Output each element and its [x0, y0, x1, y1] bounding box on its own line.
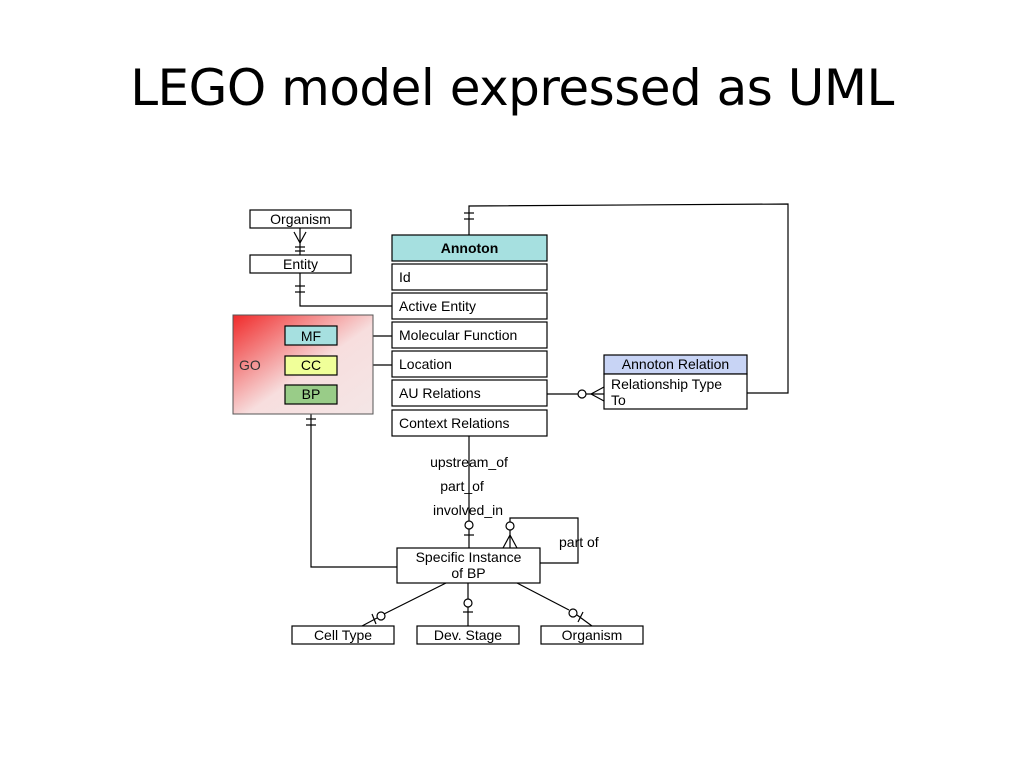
- annoton-header-label: Annoton: [441, 240, 499, 256]
- relation-label: upstream_of: [430, 454, 508, 470]
- annoton-relation-to-label: To: [611, 392, 626, 408]
- go-label: GO: [239, 357, 261, 373]
- bp-label: BP: [302, 386, 321, 402]
- annoton-field-id: Id: [391, 263, 548, 291]
- annoton-field-label: Location: [399, 356, 452, 372]
- relation-labels: upstream_of part_of involved_in part of: [430, 454, 599, 550]
- relation-label: part_of: [440, 478, 484, 494]
- entity-label: Entity: [283, 256, 318, 272]
- annoton-field-label: Id: [399, 269, 411, 285]
- relation-label: involved_in: [433, 502, 503, 518]
- annoton-field-au-relations: AU Relations: [391, 379, 548, 407]
- dev-stage-box: Dev. Stage: [416, 625, 520, 645]
- specific-instance-line1: Specific Instance: [416, 549, 522, 565]
- entity-box: Entity: [249, 254, 352, 274]
- annoton-field-label: Molecular Function: [399, 327, 517, 343]
- annoton-relation-class: Annoton Relation Relationship Type To: [603, 354, 748, 410]
- specific-instance-line2: of BP: [451, 565, 485, 581]
- mf-label: MF: [301, 328, 321, 344]
- part-of-label: part of: [559, 534, 599, 550]
- annoton-field-context-relations: Context Relations: [391, 409, 548, 437]
- annoton-field-label: Active Entity: [399, 298, 476, 314]
- organism-top-label: Organism: [270, 211, 331, 227]
- annoton-field-label: Context Relations: [399, 415, 510, 431]
- specific-instance-box: Specific Instance of BP: [396, 547, 541, 584]
- mf-box: MF: [284, 325, 338, 346]
- annoton-field-location: Location: [391, 350, 548, 378]
- bp-box: BP: [284, 384, 338, 405]
- organism-bottom-box: Organism: [540, 625, 644, 645]
- annoton-field-label: AU Relations: [399, 385, 481, 401]
- annoton-relation-type-label: Relationship Type: [611, 376, 722, 392]
- annoton-field-active-entity: Active Entity: [391, 292, 548, 320]
- annoton-class: Annoton Id Active Entity Molecular Funct…: [391, 234, 548, 437]
- slide-title: LEGO model expressed as UML: [130, 59, 894, 117]
- annoton-header: Annoton: [391, 234, 548, 262]
- organism-bottom-label: Organism: [562, 627, 623, 643]
- cc-label: CC: [301, 357, 321, 373]
- cell-type-label: Cell Type: [314, 627, 372, 643]
- go-block: GO MF CC BP: [232, 314, 374, 415]
- cc-box: CC: [284, 355, 338, 376]
- cell-type-box: Cell Type: [291, 625, 395, 645]
- organism-top-box: Organism: [249, 209, 352, 229]
- annoton-relation-header: Annoton Relation: [622, 356, 729, 372]
- dev-stage-label: Dev. Stage: [434, 627, 502, 643]
- annoton-field-molecular-function: Molecular Function: [391, 321, 548, 349]
